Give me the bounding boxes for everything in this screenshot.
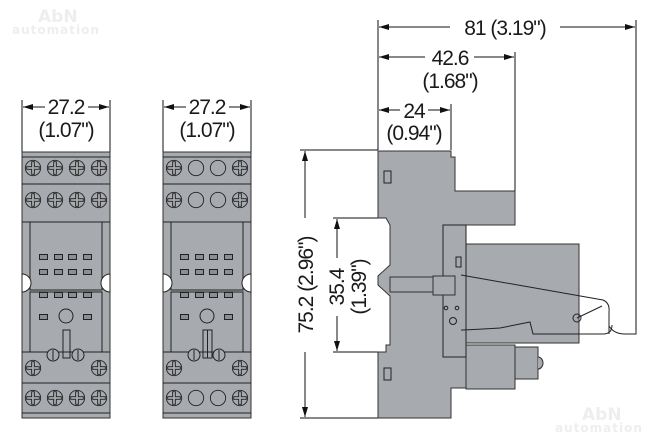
depth-base-in-label: (0.94")	[386, 122, 441, 145]
watermark-brand: AbN	[38, 7, 78, 27]
depth-mid-mm-label: 42.6	[432, 47, 469, 70]
socket-1-width-mm: 27.2	[48, 96, 85, 119]
total-height-label: 75.2 (2.96")	[295, 236, 318, 333]
side-view: 81 (3.19") 42.6 (1.68") 24 (0.94") 75.2 …	[295, 17, 637, 419]
depth-base-mm-label: 24	[403, 100, 426, 123]
rail-height-in-label: (1.39")	[348, 259, 371, 314]
watermark-sub: automation	[12, 23, 100, 37]
watermark-sub: automation	[555, 421, 643, 435]
socket-1-body	[21, 151, 111, 419]
socket-2-body	[162, 151, 252, 419]
side-view-body	[377, 150, 637, 419]
depth-mid-in-label: (1.68")	[422, 70, 477, 93]
socket-2-width-mm: 27.2	[189, 96, 226, 119]
watermark-brand: AbN	[582, 405, 622, 425]
overall-depth-label: 81 (3.19")	[464, 17, 546, 40]
watermark-top: AbN automation	[12, 7, 100, 37]
watermark-bottom: AbN automation	[555, 405, 643, 435]
socket-front-view-1: 27.2 (1.07")	[21, 96, 111, 419]
socket-1-width-in: (1.07")	[38, 119, 93, 142]
rail-height-mm-label: 35.4	[326, 267, 349, 305]
socket-front-view-2: 27.2 (1.07")	[162, 96, 252, 419]
socket-2-width-in: (1.07")	[179, 119, 234, 142]
